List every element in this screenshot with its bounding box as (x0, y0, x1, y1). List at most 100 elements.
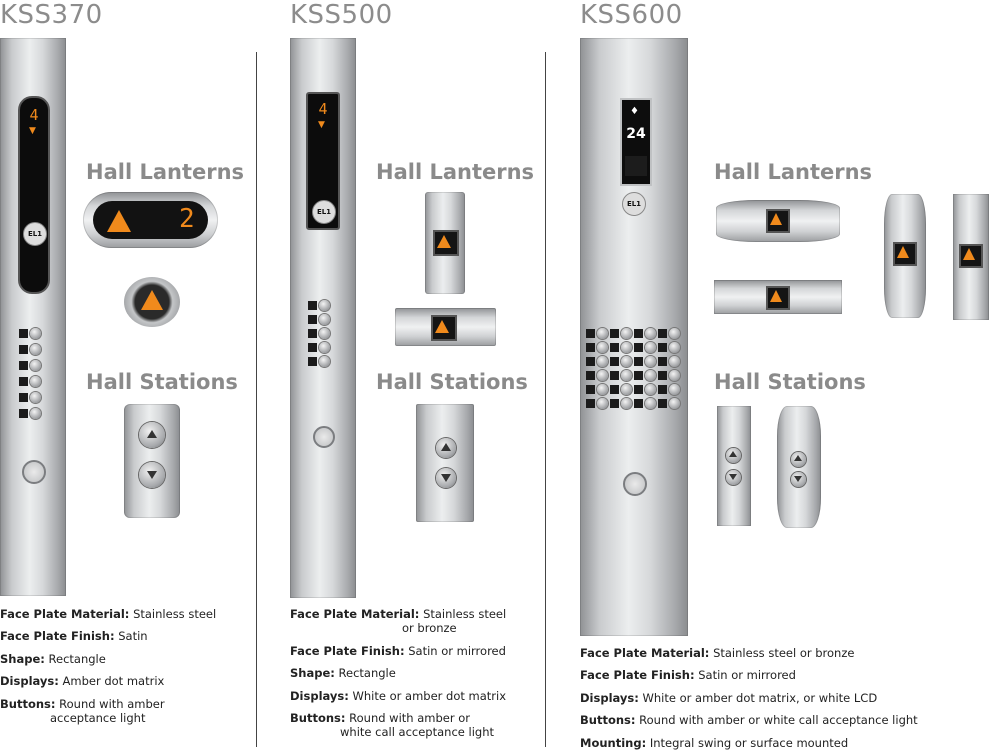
floor-button[interactable] (645, 384, 656, 395)
floor-button[interactable] (621, 328, 632, 339)
floor-button-grid[interactable] (586, 328, 682, 452)
hall-call-up-button[interactable] (791, 452, 806, 467)
up-arrow-icon (794, 455, 802, 461)
floor-button-label (658, 371, 667, 380)
floor-button[interactable] (669, 328, 680, 339)
floor-button[interactable] (621, 356, 632, 367)
floor-button-label (19, 393, 28, 402)
floor-button-grid[interactable] (308, 300, 352, 420)
floor-button-label (610, 329, 619, 338)
hall-call-down-button[interactable] (791, 472, 806, 487)
floor-button-label (308, 357, 317, 366)
floor-button[interactable] (669, 356, 680, 367)
up-arrow-icon (897, 246, 909, 258)
hall-station-curved (777, 406, 821, 528)
floor-button-label (634, 329, 643, 338)
diamond-icon: ♦ (630, 106, 639, 117)
floor-button-label (658, 343, 667, 352)
floor-button[interactable] (30, 328, 41, 339)
floor-button-label (658, 399, 667, 408)
emergency-light-button[interactable]: EL1 (23, 222, 47, 246)
floor-button-label (658, 329, 667, 338)
floor-button[interactable] (319, 314, 330, 325)
floor-button[interactable] (597, 356, 608, 367)
floor-button[interactable] (669, 384, 680, 395)
floor-button[interactable] (597, 342, 608, 353)
lantern-floor-number: 2 (179, 204, 195, 234)
floor-button[interactable] (621, 342, 632, 353)
hall-lantern-vertical (953, 194, 989, 320)
up-arrow-icon (770, 290, 782, 302)
floor-button[interactable] (597, 398, 608, 409)
hall-lanterns-title: Hall Lanterns (86, 160, 245, 184)
hall-lanterns-title: Hall Lanterns (376, 160, 535, 184)
floor-button[interactable] (669, 370, 680, 381)
floor-button-label (586, 371, 595, 380)
floor-button[interactable] (597, 370, 608, 381)
floor-button-label (19, 361, 28, 370)
car-operating-panel: ♦ 24 EL1 (580, 38, 688, 636)
hall-stations-title: Hall Stations (714, 370, 866, 394)
floor-button-label (308, 301, 317, 310)
hall-lantern-horizontal (395, 308, 496, 346)
hall-lantern-vertical-curved (884, 194, 926, 318)
hall-lantern-vertical (425, 192, 465, 294)
floor-button[interactable] (319, 328, 330, 339)
floor-button-label (634, 385, 643, 394)
floor-button[interactable] (645, 356, 656, 367)
emergency-light-button[interactable]: EL1 (312, 200, 336, 224)
floor-button-label (634, 357, 643, 366)
down-arrow-icon (147, 471, 157, 479)
alarm-button[interactable] (313, 426, 335, 448)
floor-button-label (586, 357, 595, 366)
emergency-light-button[interactable]: EL1 (622, 192, 646, 216)
floor-button[interactable] (645, 328, 656, 339)
down-arrow-icon: ▼ (29, 126, 36, 136)
floor-button[interactable] (645, 398, 656, 409)
column-divider (545, 52, 546, 747)
floor-button[interactable] (30, 376, 41, 387)
floor-button[interactable] (645, 370, 656, 381)
floor-button-label (658, 385, 667, 394)
floor-button[interactable] (319, 356, 330, 367)
floor-button[interactable] (621, 398, 632, 409)
hall-call-down-button[interactable] (139, 462, 165, 488)
hall-call-up-button[interactable] (139, 422, 165, 448)
floor-button[interactable] (597, 328, 608, 339)
down-arrow-icon (729, 474, 737, 480)
floor-button[interactable] (621, 384, 632, 395)
floor-button[interactable] (30, 408, 41, 419)
floor-button-label (586, 329, 595, 338)
up-arrow-icon (107, 210, 131, 232)
floor-button[interactable] (319, 300, 330, 311)
floor-button-grid[interactable] (19, 328, 59, 478)
hall-call-up-button[interactable] (726, 448, 741, 463)
floor-button[interactable] (597, 384, 608, 395)
floor-button[interactable] (645, 342, 656, 353)
hall-stations-title: Hall Stations (86, 370, 238, 394)
car-operating-panel: 4 ▼ EL1 (290, 38, 356, 598)
floor-button[interactable] (30, 392, 41, 403)
floor-button-label (308, 329, 317, 338)
floor-button-label (586, 399, 595, 408)
floor-button[interactable] (669, 342, 680, 353)
alarm-button[interactable] (22, 460, 46, 484)
floor-button-label (19, 345, 28, 354)
floor-button[interactable] (30, 360, 41, 371)
hall-stations-title: Hall Stations (376, 370, 528, 394)
hall-call-down-button[interactable] (436, 468, 456, 488)
specs-kss370: Face Plate Material: Stainless steel Fac… (0, 607, 217, 725)
alarm-button[interactable] (623, 472, 647, 496)
floor-button-label (658, 357, 667, 366)
hall-lanterns-title: Hall Lanterns (714, 160, 873, 184)
floor-button[interactable] (621, 370, 632, 381)
hall-call-up-button[interactable] (436, 438, 456, 458)
hall-call-down-button[interactable] (726, 470, 741, 485)
floor-button[interactable] (319, 342, 330, 353)
hall-lantern-horizontal (714, 280, 842, 314)
up-arrow-icon (147, 430, 157, 438)
floor-button[interactable] (669, 398, 680, 409)
floor-button-label (19, 409, 28, 418)
floor-button[interactable] (30, 344, 41, 355)
floor-button-label (308, 343, 317, 352)
